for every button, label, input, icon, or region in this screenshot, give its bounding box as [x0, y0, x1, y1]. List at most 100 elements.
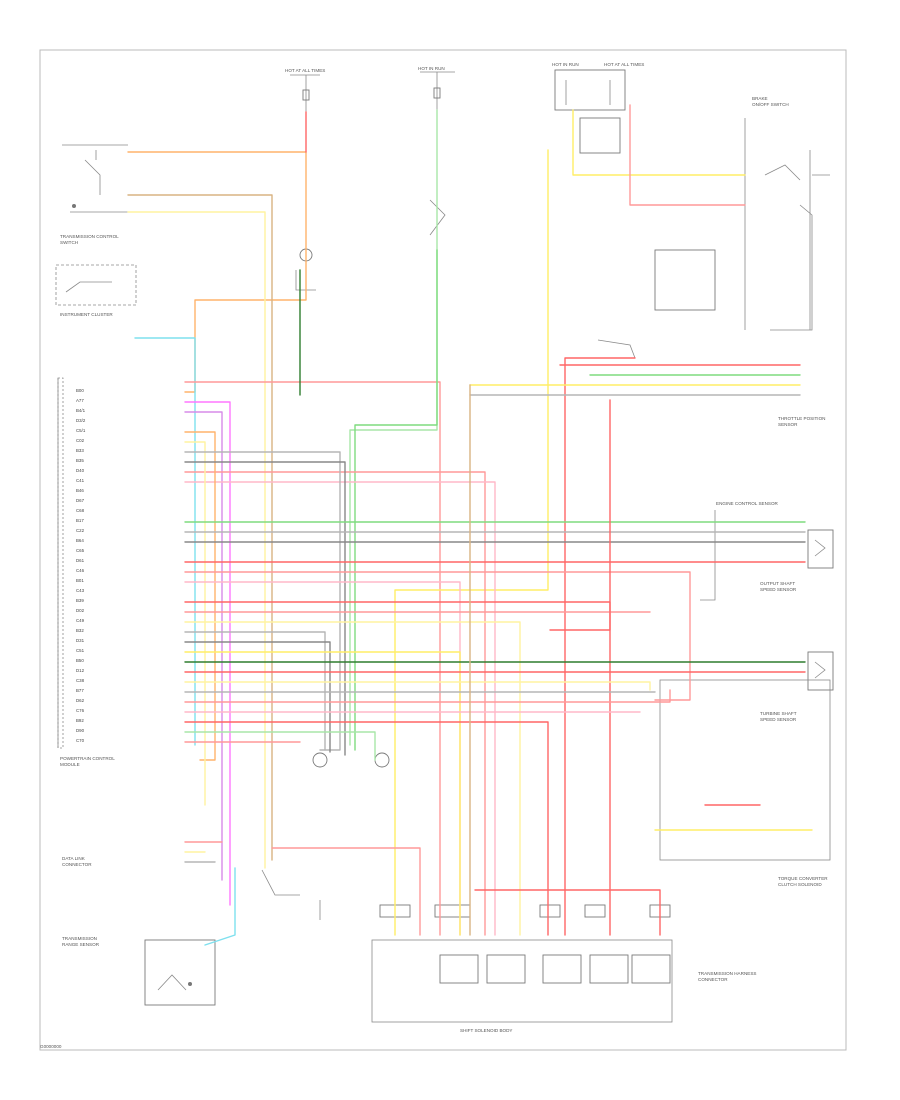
svg-text:SWITCH: SWITCH — [60, 240, 78, 245]
wire-red-47 — [549, 399, 611, 631]
wire-pink-7 — [184, 381, 441, 936]
svg-text:B32: B32 — [76, 628, 84, 633]
svg-text:C41: C41 — [76, 478, 85, 483]
svg-text:TRANSMISSION CONTROL: TRANSMISSION CONTROL — [60, 234, 119, 239]
wire-light-yellow-34 — [184, 681, 651, 691]
svg-text:HOT IN RUN: HOT IN RUN — [552, 62, 579, 67]
solenoid-body — [144, 752, 673, 1023]
svg-text:D67: D67 — [76, 498, 85, 503]
svg-text:HOT IN RUN: HOT IN RUN — [418, 66, 445, 71]
svg-text:B33: B33 — [76, 448, 84, 453]
wire-light-green-8 — [349, 109, 438, 746]
svg-text:C43: C43 — [76, 588, 85, 593]
wire-light-yellow-28 — [184, 621, 521, 936]
svg-text:CONNECTOR: CONNECTOR — [698, 977, 728, 982]
wire-orange-0 — [127, 151, 307, 393]
svg-text:D31: D31 — [76, 638, 85, 643]
svg-text:C51: C51 — [76, 648, 85, 653]
wire-gray-18 — [184, 451, 341, 751]
wire-dark-gray-30 — [184, 641, 331, 753]
svg-text:INSTRUMENT CLUSTER: INSTRUMENT CLUSTER — [60, 312, 113, 317]
svg-text:CLUTCH SOLENOID: CLUTCH SOLENOID — [778, 882, 822, 887]
svg-text:B4/1: B4/1 — [76, 408, 86, 413]
svg-text:D02: D02 — [76, 608, 85, 613]
svg-text:B92: B92 — [76, 718, 84, 723]
svg-text:B50: B50 — [76, 658, 84, 663]
svg-text:B35: B35 — [76, 458, 84, 463]
wire-light-pink-25 — [184, 581, 461, 936]
pcm-connector: B00 A77 B4/1 D3/2 C5/1 C02 B33 B35 D40 C… — [57, 377, 86, 749]
svg-text:SHIFT SOLENOID BODY: SHIFT SOLENOID BODY — [460, 1028, 513, 1033]
svg-text:D61: D61 — [76, 558, 85, 563]
svg-text:B17: B17 — [76, 518, 84, 523]
svg-text:SPEED SENSOR: SPEED SENSOR — [760, 587, 797, 592]
svg-text:C76: C76 — [76, 708, 85, 713]
wire-pink-12 — [629, 104, 746, 206]
wire-orange-16 — [184, 431, 216, 761]
svg-text:D3/2: D3/2 — [76, 418, 86, 423]
wire-tan-2 — [127, 194, 273, 861]
svg-text:TRANSMISSION HARNESS: TRANSMISSION HARNESS — [698, 971, 756, 976]
svg-text:C5/1: C5/1 — [76, 428, 86, 433]
svg-text:ON/OFF SWITCH: ON/OFF SWITCH — [752, 102, 789, 107]
wire-pink-36 — [184, 689, 671, 703]
svg-text:TORQUE CONVERTER: TORQUE CONVERTER — [778, 876, 828, 881]
svg-text:D40: D40 — [76, 468, 85, 473]
wire-pink-48 — [271, 847, 421, 936]
wire-yellow-31 — [184, 651, 461, 936]
relay-top-right — [554, 69, 830, 359]
svg-text:B00: B00 — [76, 388, 84, 393]
wire-light-yellow-17 — [184, 441, 206, 806]
wire-light-pink-15 — [184, 481, 496, 936]
svg-text:MODULE: MODULE — [60, 762, 80, 767]
svg-text:SPEED SENSOR: SPEED SENSOR — [760, 717, 797, 722]
svg-text:B46: B46 — [76, 488, 84, 493]
svg-text:SENSOR: SENSOR — [778, 422, 798, 427]
svg-text:OUTPUT SHAFT: OUTPUT SHAFT — [760, 581, 795, 586]
svg-text:POWERTRAIN CONTROL: POWERTRAIN CONTROL — [60, 756, 115, 761]
svg-text:C38: C38 — [76, 678, 85, 683]
svg-text:B77: B77 — [76, 688, 84, 693]
svg-text:HOT AT ALL TIMES: HOT AT ALL TIMES — [285, 68, 325, 73]
svg-text:BRAKE: BRAKE — [752, 96, 768, 101]
right-sensors — [659, 510, 834, 861]
svg-text:TRANSMISSION: TRANSMISSION — [62, 936, 97, 941]
wire-dark-gray-19 — [184, 461, 346, 756]
micro-labels: HOT AT ALL TIMES HOT IN RUN HOT IN RUN H… — [40, 62, 828, 1049]
wire-group — [127, 104, 813, 946]
wire-red-49 — [474, 889, 661, 936]
svg-text:C46: C46 — [76, 568, 85, 573]
wire-light-yellow-3 — [127, 211, 266, 869]
wire-cyan-54 — [204, 867, 236, 946]
svg-text:CONNECTOR: CONNECTOR — [62, 862, 92, 867]
svg-text:C68: C68 — [76, 508, 85, 513]
svg-text:C65: C65 — [76, 548, 85, 553]
svg-text:C22: C22 — [76, 528, 85, 533]
wire-gray-29 — [184, 631, 326, 751]
svg-text:C70: C70 — [76, 738, 85, 743]
wire-pink-24 — [184, 571, 691, 701]
transmission-control-switch — [55, 144, 137, 306]
wire-violet-6 — [184, 411, 223, 881]
svg-text:ENGINE CONTROL SENSOR: ENGINE CONTROL SENSOR — [716, 501, 779, 506]
wire-yellow-10 — [394, 149, 549, 936]
svg-text:B39: B39 — [76, 598, 84, 603]
wire-cyan-4 — [134, 337, 196, 746]
wire-pink-14 — [184, 471, 486, 936]
svg-text:DATA LINK: DATA LINK — [62, 856, 86, 861]
wire-light-green-39 — [184, 731, 376, 761]
svg-text:TURBINE SHAFT: TURBINE SHAFT — [760, 711, 797, 716]
fuse-panel-left — [290, 74, 320, 291]
svg-text:D12: D12 — [76, 668, 85, 673]
left-pin-labels: B00 A77 B4/1 D3/2 C5/1 C02 B33 B35 D40 C… — [76, 388, 86, 743]
diagram-frame — [39, 49, 847, 1051]
svg-text:B01: B01 — [76, 578, 84, 583]
svg-text:A77: A77 — [76, 398, 84, 403]
wire-red-13 — [564, 357, 636, 936]
svg-text:D90: D90 — [76, 728, 85, 733]
wire-magenta-5 — [184, 401, 231, 906]
wire-red-38 — [184, 721, 549, 936]
svg-text:G0000000: G0000000 — [40, 1044, 62, 1049]
wire-yellow-11 — [572, 109, 746, 176]
